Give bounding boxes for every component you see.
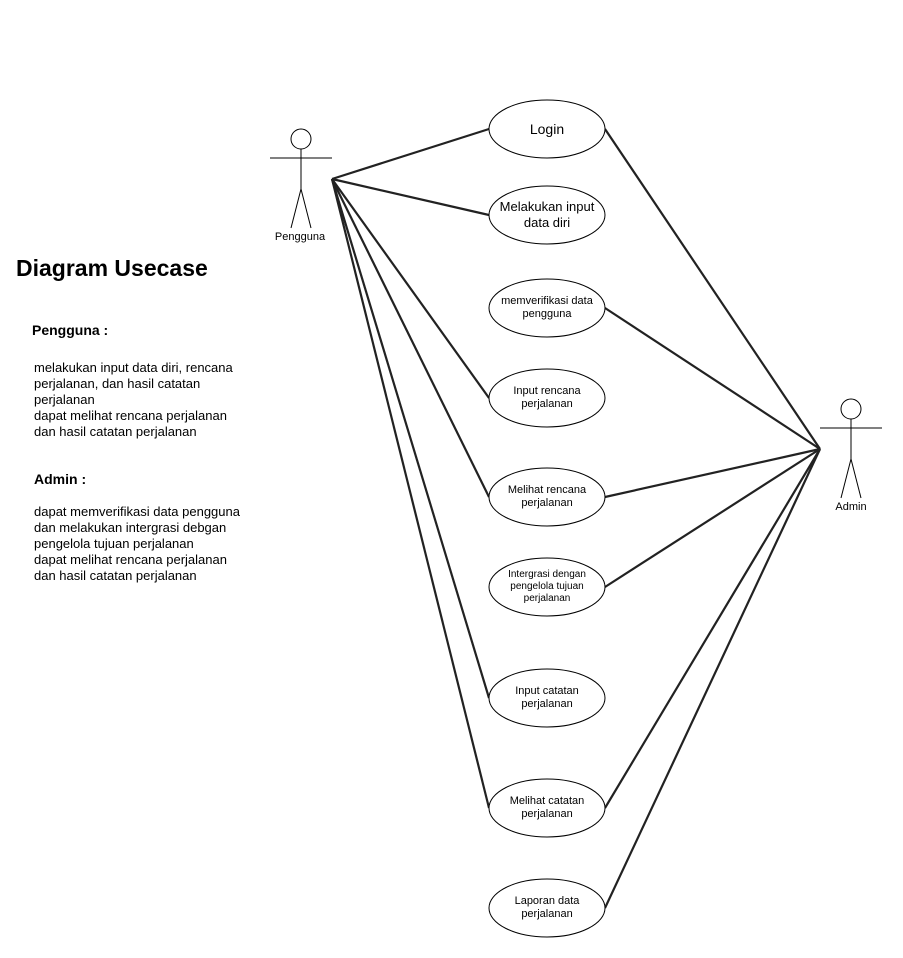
association-admin-laporan [604,448,821,909]
pengguna-desc-line: dan hasil catatan perjalanan [34,424,197,439]
association-pengguna-input-catatan [330,178,491,699]
association-pengguna-input-data-diri [331,177,490,217]
pengguna-desc-line: dapat melihat rencana perjalanan [34,408,227,423]
association-pengguna-melihat-catatan [330,178,491,809]
actor-admin-label: Admin [835,501,867,513]
usecase-login [488,99,606,159]
association-admin-verifikasi-data [604,307,821,450]
pengguna-description: melakukan input data diri, rencana perja… [34,360,274,440]
admin-desc-line: dan hasil catatan perjalanan [34,568,197,583]
admin-heading: Admin : [34,471,87,487]
usecase-integrasi [488,557,606,617]
association-admin-login [604,128,821,450]
usecase-input-catatan [488,668,606,728]
association-pengguna-melihat-rencana [331,178,490,498]
use-case-ellipses [488,99,606,938]
association-admin-melihat-rencana [604,447,821,499]
actor-admin-figure [820,398,882,499]
usecase-melihat-rencana [488,467,606,527]
diagram-title: Diagram Usecase [16,255,208,281]
association-admin-integrasi [604,448,821,588]
usecase-verifikasi-data [488,278,606,338]
pengguna-desc-line: perjalanan, dan hasil catatan [34,376,201,391]
admin-desc-line: dapat melihat rencana perjalanan [34,552,227,567]
usecase-laporan [488,878,606,938]
association-lines [330,127,821,909]
admin-desc-line: dapat memverifikasi data pengguna [34,504,240,519]
pengguna-desc-line: perjalanan [34,392,95,407]
admin-desc-line: pengelola tujuan perjalanan [34,536,194,551]
actor-pengguna-label: Pengguna [274,231,326,243]
admin-description: dapat memverifikasi data pengguna dan me… [34,504,274,584]
association-admin-melihat-catatan [604,448,821,809]
association-pengguna-login [331,127,490,181]
pengguna-desc-line: melakukan input data diri, rencana [34,360,233,375]
usecase-input-data-diri [488,185,606,245]
admin-desc-line: dan melakukan intergrasi debgan [34,520,227,535]
usecase-input-rencana [488,368,606,428]
pengguna-heading: Pengguna : [32,322,109,338]
association-pengguna-input-rencana [331,178,490,399]
usecase-melihat-catatan [488,778,606,838]
actor-pengguna-figure [270,128,332,229]
